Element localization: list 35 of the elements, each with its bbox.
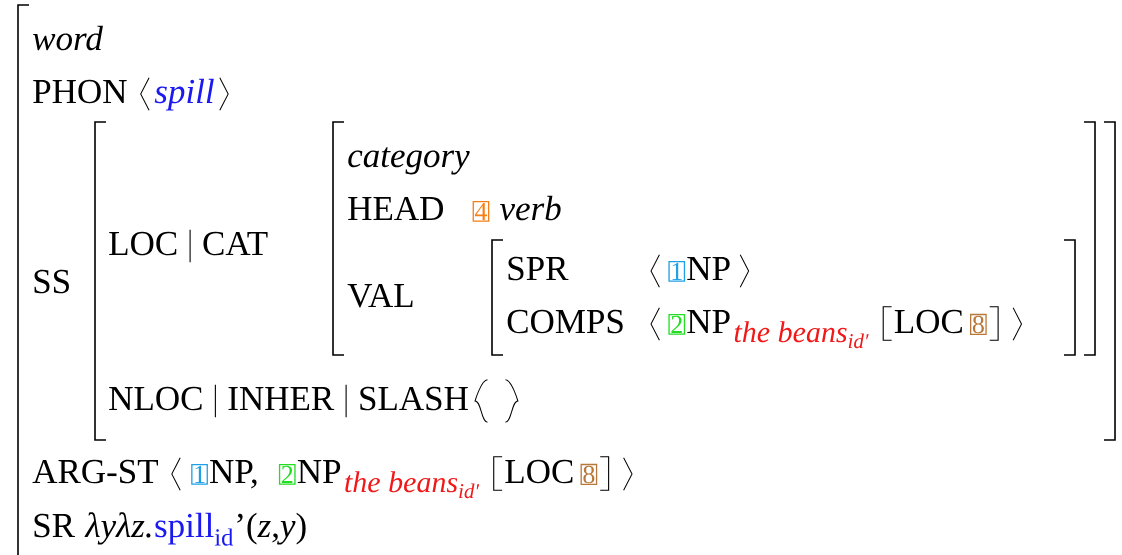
tag-box: 2 [668,313,686,335]
category-name: NP [687,310,730,333]
tag-box: 4 [472,201,490,222]
phon-value: spill [154,78,214,111]
feature-name: LOC [894,309,962,334]
feature-name: INHER [228,387,335,410]
feature-name: SPR [508,256,569,281]
feature-name: NLOC [109,386,202,411]
index-subscript: the beans$_{id′}$ [345,471,480,499]
tag-box: 8 [580,463,598,486]
feature-name: SLASH [360,386,468,411]
feature-name: VAL [347,283,413,308]
index-subscript: the beans$_{id′}$ [734,321,869,349]
feature-name: LOC [505,459,573,484]
feature-name: LOC [109,231,177,256]
semantics-formula: λyλz. [84,512,151,545]
tag-box: 1 [191,464,208,485]
type-name: category [348,147,470,175]
semantics-formula: spill$_{id}$ [155,512,234,546]
feature-name: SS [34,269,69,294]
tag-box: 8 [970,313,987,336]
feature-name: PHON [33,79,127,104]
category-name: NP [687,257,730,280]
feature-name: CAT [203,231,268,256]
tag-box: 2 [278,463,296,485]
category-name: NP, [210,460,257,489]
feature-name: HEAD [348,196,443,221]
tag-box: 1 [668,261,686,282]
feature-name: SR [34,513,75,538]
category-name: NP [297,460,341,483]
semantics-formula: ’(z,y) [237,512,306,545]
feature-name: ARG-ST [32,459,158,484]
type-name: verb [500,195,561,221]
feature-name: COMPS [507,309,623,334]
type-name: word [33,25,103,51]
